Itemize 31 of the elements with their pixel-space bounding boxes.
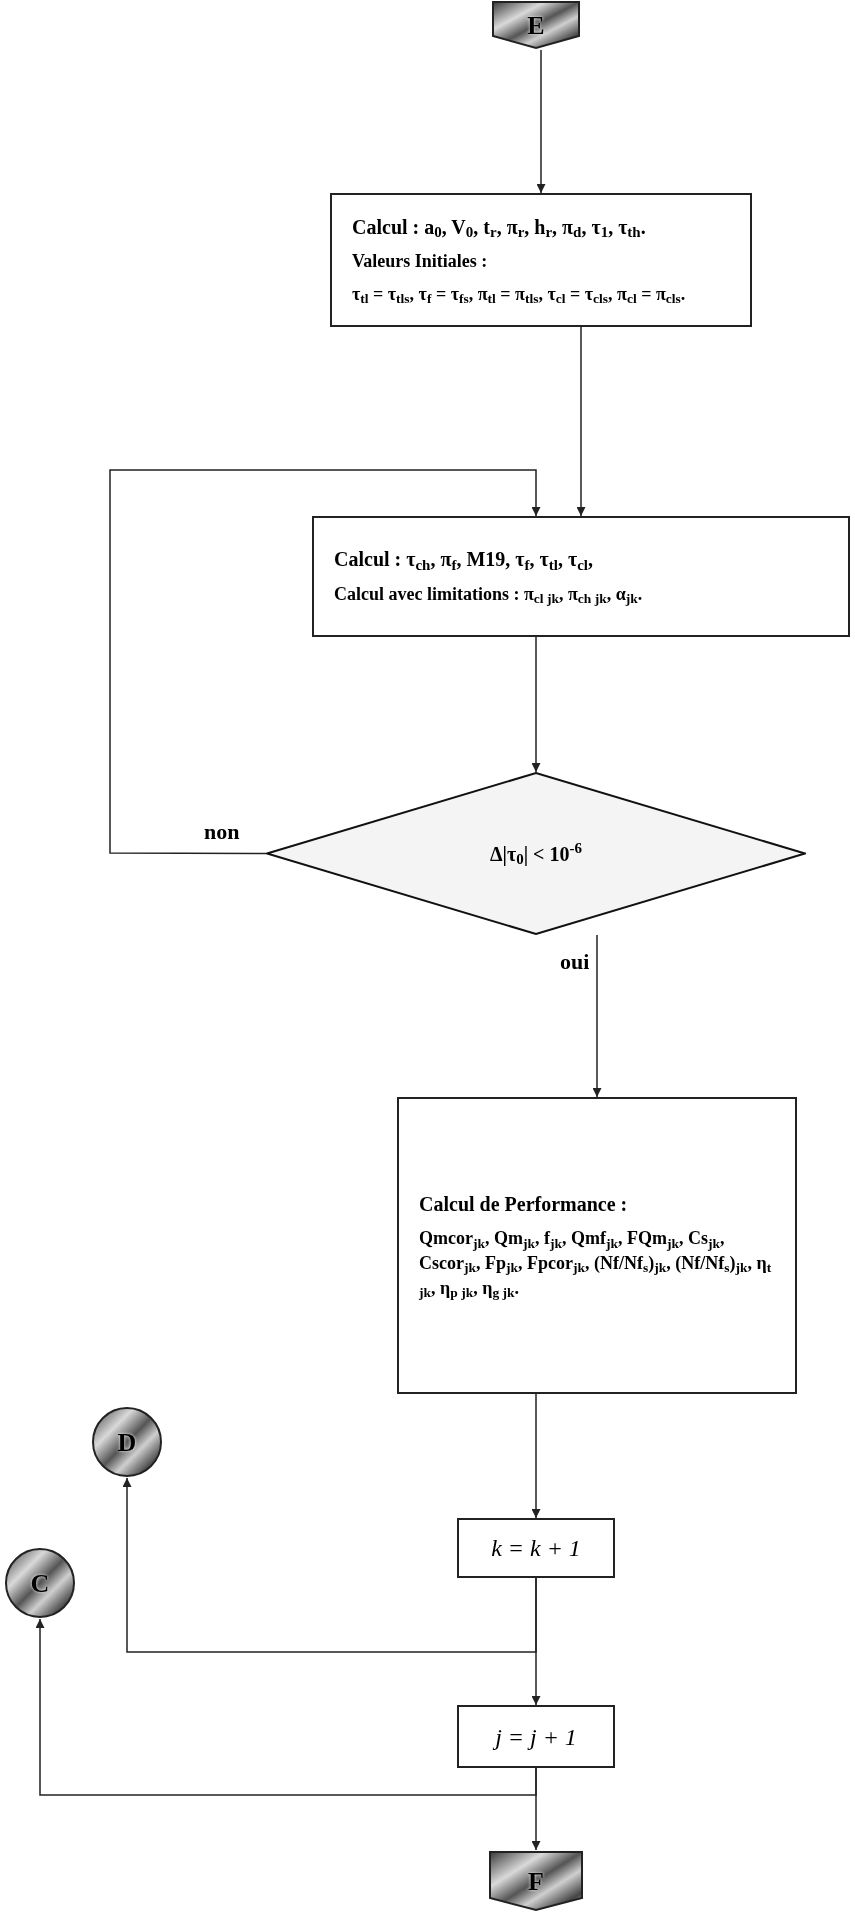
connector-letter: D bbox=[117, 1426, 137, 1459]
connector-letter: F bbox=[528, 1865, 544, 1898]
connector-circle bbox=[4, 1547, 76, 1619]
process-box bbox=[457, 1518, 615, 1578]
arrow bbox=[531, 636, 541, 773]
formula-text: k = k + 1 bbox=[491, 1534, 581, 1563]
arrow bbox=[536, 49, 546, 194]
box-heading: Calcul de Performance : bbox=[419, 1191, 629, 1217]
arrow bbox=[531, 1393, 541, 1519]
arrow bbox=[576, 326, 586, 517]
formula-text: τ$_{tl}$ = τ$_{tls}$, τ$_{f}$ = τ$_{fs}$, π$_{tl}$ = π$_{tls}$, τ$_{cl}$ = τ$_{cls}$, π$_{cl}$ = π$_{cls}$. bbox=[352, 282, 687, 307]
box-heading: Calcul : τ$_{ch}$, π$_{f}$, M19, τ$_{f}$, τ$_{tl}$, τ$_{cl}$, bbox=[334, 547, 594, 574]
arrow bbox=[592, 934, 602, 1098]
connector-letter: C bbox=[30, 1567, 50, 1600]
box-heading: Calcul : a$_{0}$, V$_{0}$, t$_{r}$, π$_{r}$, h$_{r}$, π$_{d}$, τ$_{1}$, τ$_{th}$. bbox=[352, 214, 647, 241]
arrow bbox=[35, 1618, 537, 1796]
process-box bbox=[457, 1705, 615, 1768]
off-page-connector bbox=[491, 0, 581, 50]
off-page-connector bbox=[488, 1850, 584, 1912]
formula-text: Valeurs Initiales : bbox=[352, 250, 489, 273]
process-box bbox=[312, 516, 850, 637]
arrow bbox=[109, 469, 541, 855]
decision-diamond bbox=[266, 772, 806, 935]
condition-text: Δ|τ$_{0}$| < 10$^{-6}$ bbox=[490, 839, 582, 869]
arrow bbox=[122, 1477, 537, 1653]
process-box bbox=[397, 1097, 797, 1394]
process-box bbox=[330, 193, 752, 327]
formula-text: Calcul avec limitations : π$_{cl jk}$, π$_{ch jk}$, α$_{jk}$. bbox=[334, 582, 644, 607]
connector-circle bbox=[91, 1406, 163, 1478]
formula-text: Qmcor$_{jk}$, Qm$_{jk}$, f$_{jk}$, Qmf$_{jk}$, FQm$_{jk}$, Cs$_{jk}$, Cscor$_{jk}$, Fp$_{jk}$, Fpcor$_{jk}$, (Nf/Nf$_{s}$)$_{jk}$, (Nf/Nf$_{s}$)$_{jk}$, η$_{t}$ $_{jk}$, η$_{p jk}$, η$_{g jk}$. bbox=[419, 1227, 773, 1301]
connector-letter: E bbox=[527, 9, 545, 42]
